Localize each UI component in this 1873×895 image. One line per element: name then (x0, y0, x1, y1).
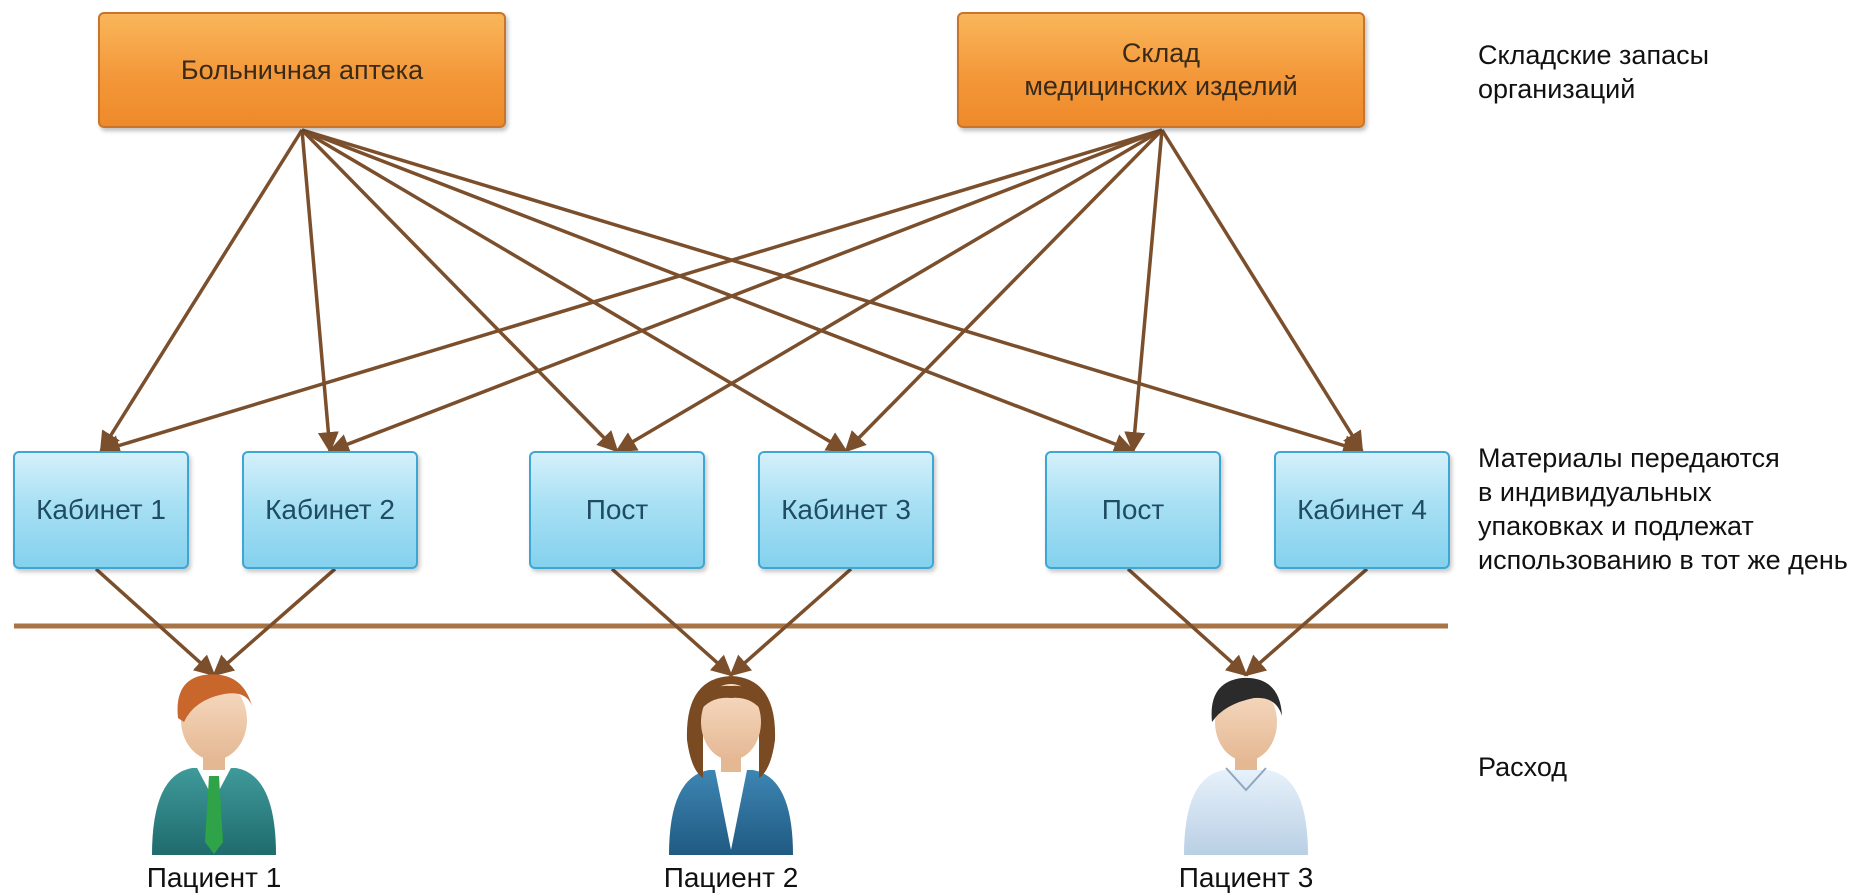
arrow-pharmacy-to-post1 (300, 128, 619, 453)
arrow-pharmacy-to-cab3 (301, 128, 848, 453)
unit-box-cabinet-3: Кабинет 3 (758, 451, 934, 569)
arrow-pharmacy-to-cab2 (300, 129, 339, 454)
stock-caption: Складские запасы организаций (1478, 40, 1709, 104)
arrow-pharmacy-to-cab1 (99, 129, 304, 453)
warehouse-box: Склад медицинских изделий (957, 12, 1365, 128)
unit-box-cabinet-4: Кабинет 4 (1274, 451, 1450, 569)
arrow-post2-to-p3 (1126, 567, 1248, 677)
unit-box-cabinet-2: Кабинет 2 (242, 451, 418, 569)
arrow-warehouse-to-cab1 (98, 128, 1163, 456)
arrow-warehouse-to-cab3 (844, 128, 1164, 453)
patient-3-icon (1184, 677, 1308, 855)
arrow-warehouse-to-cab4 (1160, 129, 1364, 453)
arrow-pharmacy-to-post2 (301, 128, 1135, 454)
arrow-group (94, 128, 1369, 677)
arrow-cab1-to-p1 (94, 567, 216, 677)
arrow-cab2-to-p1 (212, 567, 337, 677)
arrow-cab4-to-p3 (1244, 567, 1369, 677)
arrow-cab3-to-p2 (729, 567, 853, 677)
unit-box-post-1: Пост (529, 451, 705, 569)
unit-box-cabinet-1: Кабинет 1 (13, 451, 189, 569)
pharmacy-box: Больничная аптека (98, 12, 506, 128)
arrow-warehouse-to-post1 (615, 128, 1163, 453)
arrow-warehouse-to-post2 (1124, 129, 1164, 454)
patient-2-label: Пациент 2 (663, 862, 799, 893)
patient-3-label: Пациент 3 (1178, 862, 1314, 893)
patient-1-label: Пациент 1 (146, 862, 282, 893)
arrow-post1-to-p2 (610, 567, 733, 677)
unit-box-post-2: Пост (1045, 451, 1221, 569)
patient-1-icon (152, 674, 276, 855)
patient-2-icon (669, 676, 793, 855)
arrow-pharmacy-to-cab4 (301, 128, 1365, 456)
arrow-warehouse-to-cab2 (328, 128, 1163, 454)
expense-caption: Расход (1478, 752, 1568, 782)
materials-caption: Материалы передаются в индивидуальных уп… (1478, 443, 1848, 575)
